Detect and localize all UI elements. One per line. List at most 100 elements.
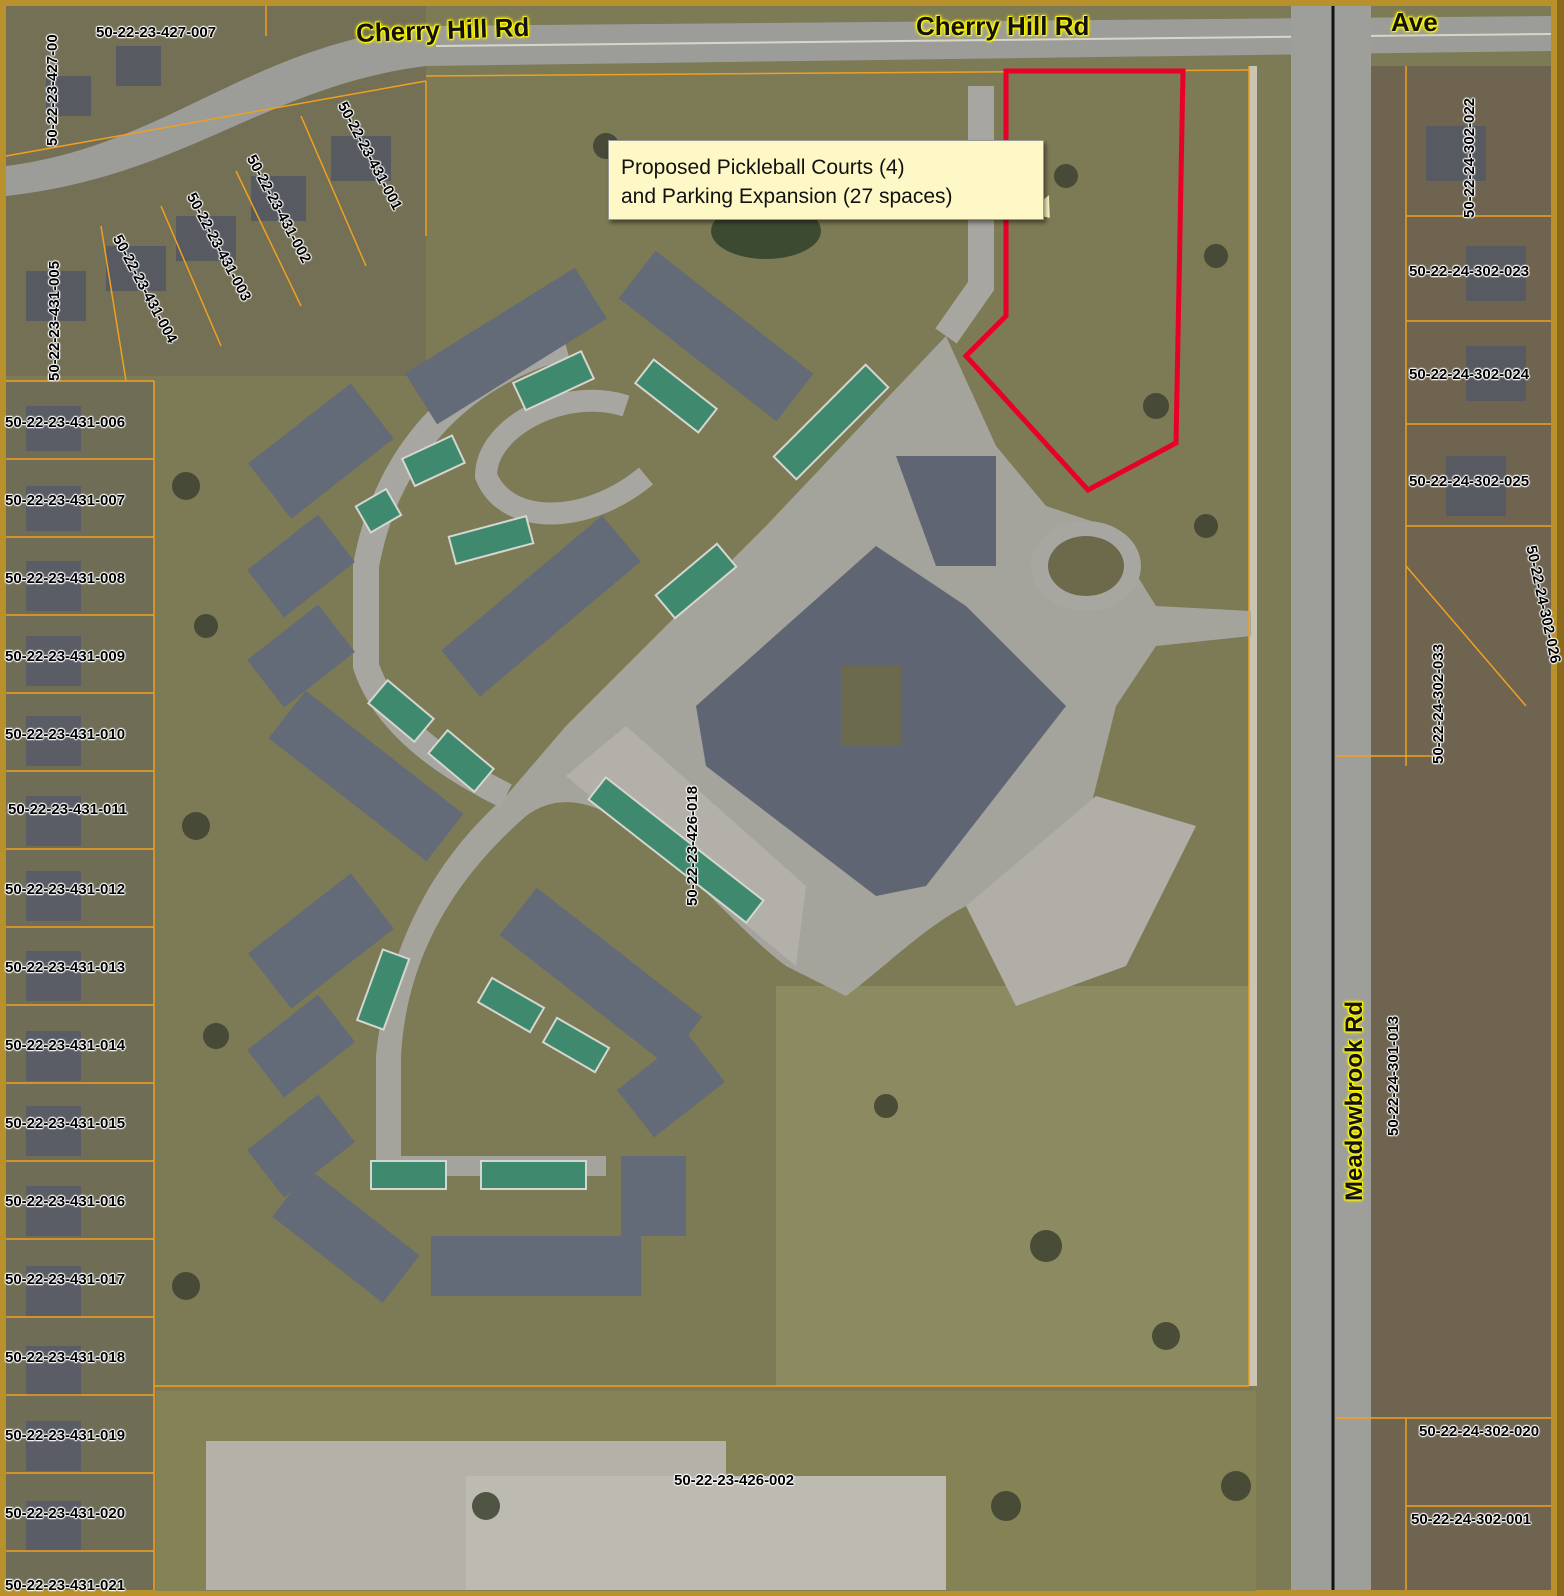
tree bbox=[1030, 1230, 1062, 1262]
house bbox=[251, 176, 306, 221]
garage bbox=[633, 358, 719, 434]
callout-line-2: and Parking Expansion (27 spaces) bbox=[621, 185, 953, 208]
townhouse bbox=[247, 1094, 355, 1198]
garage bbox=[654, 542, 738, 620]
house bbox=[26, 796, 81, 846]
parcel-line bbox=[300, 115, 367, 267]
townhouse bbox=[431, 1236, 641, 1296]
tree bbox=[194, 614, 218, 638]
road-label-meadowbrook: Meadowbrook Rd bbox=[1341, 1000, 1368, 1201]
callout-line-1: Proposed Pickleball Courts (4) bbox=[621, 156, 905, 179]
parcel-line bbox=[5, 80, 427, 157]
parcel-label: 50-22-23-431-015 bbox=[5, 1115, 126, 1132]
east-woods bbox=[1351, 66, 1551, 1590]
parcel-label: 50-22-23-431-020 bbox=[5, 1505, 126, 1522]
open-field bbox=[776, 986, 1256, 1386]
parcel-label: 50-22-23-426-018 bbox=[684, 785, 701, 906]
parcel-label: 50-22-24-301-013 bbox=[1385, 1015, 1402, 1136]
townhouse bbox=[618, 250, 814, 422]
house bbox=[1426, 126, 1486, 181]
parcel-label: 50-22-23-431-019 bbox=[5, 1427, 126, 1444]
house bbox=[26, 1346, 81, 1396]
tree bbox=[874, 1094, 898, 1118]
proposed-site-boundary bbox=[962, 68, 1186, 494]
house bbox=[26, 1266, 81, 1316]
house bbox=[46, 76, 91, 116]
townhouse bbox=[499, 887, 703, 1065]
garage bbox=[370, 1160, 447, 1190]
garage bbox=[426, 728, 496, 794]
garage bbox=[476, 976, 546, 1034]
parcel-label: 50-22-23-431-018 bbox=[5, 1349, 126, 1366]
parcel-label: 50-22-24-302-020 bbox=[1419, 1423, 1540, 1440]
parcel-label: 50-22-24-302-025 bbox=[1409, 473, 1530, 490]
meadowbrook-road bbox=[1291, 6, 1371, 1590]
house bbox=[26, 1501, 81, 1551]
house bbox=[26, 636, 81, 686]
house bbox=[116, 46, 161, 86]
parcel-line bbox=[1405, 565, 1527, 707]
tree bbox=[172, 472, 200, 500]
townhouse bbox=[617, 1034, 725, 1138]
traffic-circle-island bbox=[1048, 536, 1124, 596]
parcel-line bbox=[100, 225, 127, 382]
parcel-label: 50-22-23-431-017 bbox=[5, 1271, 126, 1288]
parcel-label: 50-22-23-431-009 bbox=[5, 648, 126, 665]
parcel-label: 50-22-23-431-007 bbox=[5, 492, 126, 509]
proposal-callout: Proposed Pickleball Courts (4) and Parki… bbox=[608, 140, 1044, 220]
house bbox=[26, 951, 81, 1001]
south-parking-lot-2 bbox=[466, 1476, 946, 1590]
map-graphics bbox=[5, 6, 1552, 1591]
cherry-hill-road bbox=[6, 16, 1551, 196]
parcel-label: 50-22-23-431-010 bbox=[5, 726, 126, 743]
tree bbox=[472, 1492, 500, 1520]
tree bbox=[203, 1023, 229, 1049]
house bbox=[26, 561, 81, 611]
main-building-north bbox=[896, 456, 996, 566]
garage bbox=[447, 514, 535, 566]
tree bbox=[991, 1491, 1021, 1521]
garage bbox=[772, 363, 890, 481]
townhouse bbox=[247, 994, 355, 1098]
tree bbox=[1152, 1322, 1180, 1350]
house bbox=[331, 136, 391, 181]
tree bbox=[182, 812, 210, 840]
garage bbox=[366, 678, 436, 744]
house bbox=[26, 1031, 81, 1081]
garage bbox=[400, 434, 467, 488]
garage bbox=[511, 350, 596, 412]
parcel-label: 50-22-24-302-033 bbox=[1430, 643, 1447, 764]
house bbox=[26, 716, 81, 766]
townhouse bbox=[248, 383, 394, 519]
garage bbox=[480, 1160, 587, 1190]
house bbox=[26, 1186, 81, 1236]
parcel-label: 50-22-23-431-013 bbox=[5, 959, 126, 976]
tree bbox=[1143, 393, 1169, 419]
parcel-label: 50-22-23-431-008 bbox=[5, 570, 126, 587]
tree bbox=[1221, 1471, 1251, 1501]
parcel-label: 50-22-23-431-011 bbox=[8, 801, 128, 818]
parcel-label: 50-22-24-302-022 bbox=[1461, 97, 1478, 218]
tree bbox=[1054, 164, 1078, 188]
aerial-map[interactable]: Cherry Hill Rd Cherry Hill Rd Ave Meadow… bbox=[5, 6, 1564, 1594]
garage bbox=[355, 948, 411, 1031]
house bbox=[26, 1106, 81, 1156]
townhouse bbox=[248, 873, 394, 1009]
parcel-label: 50-22-23-431-005 bbox=[46, 260, 63, 381]
parcel-label: 50-22-23-431-014 bbox=[5, 1037, 126, 1054]
townhouse bbox=[405, 267, 607, 425]
house bbox=[106, 246, 166, 291]
meadowbrook-sidewalk bbox=[1249, 66, 1257, 1386]
townhouse bbox=[247, 514, 355, 618]
inner-drive bbox=[474, 389, 654, 525]
house bbox=[1466, 246, 1526, 301]
tree bbox=[1204, 244, 1228, 268]
townhouse bbox=[268, 690, 464, 862]
road-label-cherry-hill-east: Cherry Hill Rd bbox=[916, 11, 1090, 41]
parcel-label: 50-22-23-431-006 bbox=[5, 414, 126, 431]
parcel-label: 50-22-23-427-007 bbox=[96, 24, 217, 41]
road-label-ave: Ave bbox=[1391, 7, 1438, 37]
road-label-cherry-hill-west: Cherry Hill Rd bbox=[355, 11, 530, 49]
townhouse bbox=[621, 1156, 686, 1236]
